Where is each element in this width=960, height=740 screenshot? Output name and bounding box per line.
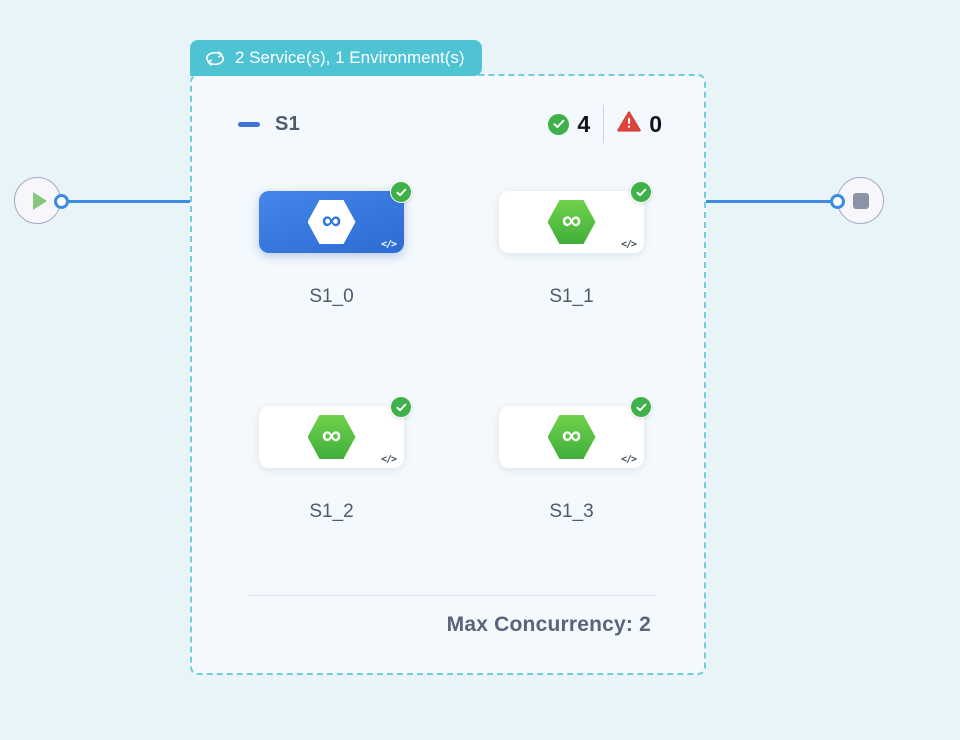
service-cell: ∞ </> S1_2 <box>259 396 412 523</box>
success-check-icon <box>548 113 570 135</box>
success-count: 4 <box>577 110 591 137</box>
code-step-icon: </> <box>380 239 397 250</box>
service-cell: ∞ </> S1_0 <box>259 181 412 308</box>
infinity-icon: ∞ <box>561 420 582 450</box>
status-divider <box>603 105 605 143</box>
success-check-badge <box>630 181 652 203</box>
infinity-icon: ∞ <box>561 205 582 235</box>
edge-connector-start[interactable] <box>54 194 69 209</box>
service-card-s1-3[interactable]: ∞ </> <box>499 396 652 468</box>
service-label: S1_2 <box>309 501 354 522</box>
services-grid: ∞ </> S1_0 ∞ </> S1_1 <box>259 181 652 523</box>
footer-divider <box>247 595 656 596</box>
max-concurrency-label: Max Concurrency: 2 <box>446 613 651 636</box>
service-card-s1-2[interactable]: ∞ </> <box>259 396 412 468</box>
error-warning-icon <box>617 111 642 137</box>
harness-hexagon-icon: ∞ <box>307 200 356 244</box>
infinity-icon: ∞ <box>321 205 342 235</box>
service-label: S1_3 <box>549 501 594 522</box>
code-step-icon: </> <box>380 454 397 465</box>
success-check-badge <box>390 396 412 418</box>
harness-hexagon-icon: ∞ <box>547 415 596 459</box>
pipeline-start-node[interactable] <box>14 177 61 224</box>
stage-name: S1 <box>275 112 301 135</box>
stage-group-container[interactable]: S1 4 0 ∞ <box>190 74 706 675</box>
success-check-badge <box>630 396 652 418</box>
success-check-badge <box>390 181 412 203</box>
stage-header: S1 4 0 <box>192 104 704 144</box>
service-card-s1-0[interactable]: ∞ </> <box>259 181 412 253</box>
harness-hexagon-icon: ∞ <box>307 415 356 459</box>
stop-icon <box>852 192 869 209</box>
code-step-icon: </> <box>620 239 637 250</box>
error-count: 0 <box>649 110 662 137</box>
service-card-s1-1[interactable]: ∞ </> <box>499 181 652 253</box>
service-cell: ∞ </> S1_3 <box>499 396 652 523</box>
collapse-icon[interactable] <box>238 121 260 127</box>
edge-start-to-stage <box>60 200 191 203</box>
service-label: S1_0 <box>309 286 354 307</box>
stage-status-group: 4 0 <box>548 105 662 143</box>
play-icon <box>33 191 47 210</box>
code-step-icon: </> <box>620 454 637 465</box>
loop-icon <box>204 50 226 67</box>
infinity-icon: ∞ <box>321 420 342 450</box>
stage-count-badge[interactable]: 2 Service(s), 1 Environment(s) <box>190 40 482 76</box>
harness-hexagon-icon: ∞ <box>547 200 596 244</box>
edge-connector-end[interactable] <box>830 194 845 209</box>
stage-count-label: 2 Service(s), 1 Environment(s) <box>235 48 465 67</box>
service-label: S1_1 <box>549 286 594 307</box>
service-cell: ∞ </> S1_1 <box>499 181 652 308</box>
edge-stage-to-end <box>705 200 838 203</box>
